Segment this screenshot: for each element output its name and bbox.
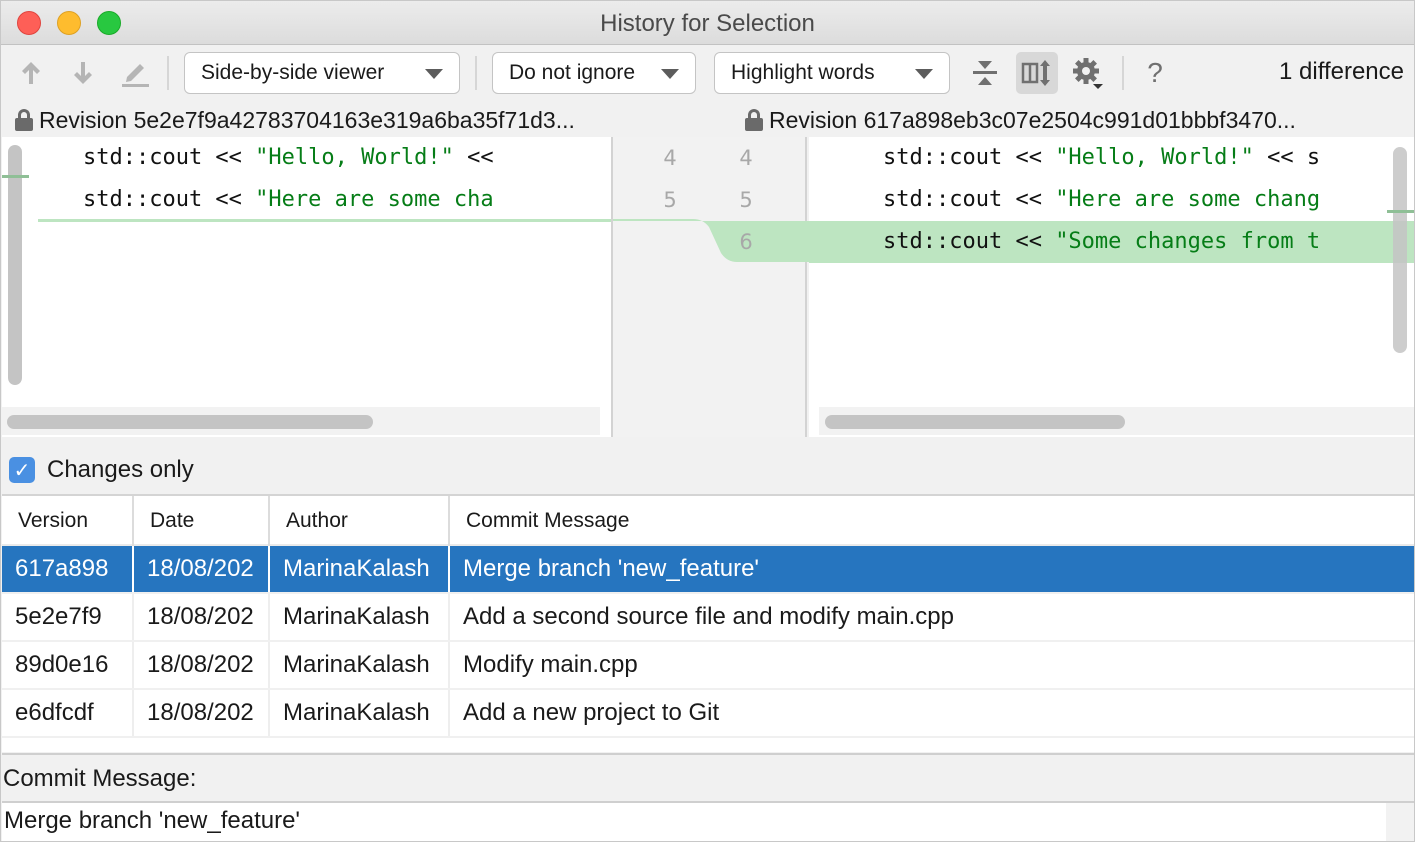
cell-version: 5e2e7f9 — [2, 594, 134, 640]
diff-toolbar: Side-by-side viewer Do not ignore Highli… — [1, 46, 1414, 102]
left-line-number: 5 — [663, 188, 677, 212]
settings-button[interactable] — [1071, 56, 1105, 90]
commit-message-label: Commit Message: — [3, 765, 197, 792]
commit-message-scrollbar[interactable] — [1386, 803, 1414, 841]
cell-version: 89d0e16 — [2, 642, 134, 688]
highlight-mode-label: Highlight words — [731, 61, 875, 84]
table-header: Version Date Author Commit Message — [2, 496, 1414, 546]
right-editor[interactable]: std::cout << "Hello, World!" << s std::c… — [809, 137, 1414, 437]
arrow-down-icon — [74, 62, 92, 84]
collapse-unchanged-button[interactable] — [968, 56, 1002, 90]
cell-date: 18/08/202 — [134, 690, 270, 736]
toolbar-separator — [475, 56, 477, 90]
gear-icon — [1073, 58, 1103, 89]
column-header-author[interactable]: Author — [270, 496, 450, 546]
diff-gutter: 4 5 4 5 6 — [611, 137, 809, 437]
arrow-up-icon — [22, 62, 40, 84]
right-line-number: 5 — [739, 188, 753, 212]
cell-message: Add a second source file and modify main… — [463, 603, 954, 630]
change-marker — [1387, 210, 1414, 213]
table-row[interactable]: 617a898 18/08/202 MarinaKalash Merge bra… — [2, 546, 1414, 594]
cell-author: MarinaKalash — [270, 642, 450, 688]
right-horizontal-scrollbar[interactable] — [825, 415, 1125, 429]
chevron-down-icon — [661, 69, 679, 79]
changes-only-label: Changes only — [47, 456, 194, 483]
cell-version: 617a898 — [2, 546, 134, 592]
cell-date: 18/08/202 — [134, 642, 270, 688]
viewer-mode-label: Side-by-side viewer — [201, 61, 385, 84]
highlight-mode-dropdown[interactable]: Highlight words — [714, 52, 950, 94]
column-header-version[interactable]: Version — [2, 496, 134, 546]
left-horizontal-scrollbar[interactable] — [7, 415, 373, 429]
synchronize-scrolling-toggle[interactable] — [1016, 52, 1058, 94]
commit-message-label-bar: Commit Message: — [2, 753, 1414, 803]
right-line-number: 6 — [739, 230, 753, 254]
ignore-whitespace-label: Do not ignore — [509, 61, 636, 84]
left-editor[interactable]: std::cout << "Hello, World!" << std::cou… — [2, 137, 611, 437]
left-line-number: 4 — [663, 146, 677, 170]
left-revision-header: Revision 5e2e7f9a42783704163e319a6ba35f7… — [15, 103, 605, 137]
close-window-button[interactable] — [17, 11, 41, 35]
lock-icon — [15, 109, 33, 131]
collapse-unchanged-icon — [973, 61, 997, 85]
chevron-down-icon — [915, 69, 933, 79]
edit-source-button[interactable] — [118, 56, 152, 90]
cell-date: 18/08/202 — [134, 546, 270, 592]
changes-only-checkbox[interactable]: ✓ Changes only — [9, 456, 194, 484]
right-revision-header: Revision 617a898eb3c07e2504c991d01bbbf34… — [745, 103, 1410, 137]
next-difference-button[interactable] — [66, 56, 100, 90]
inserted-line-highlight — [809, 221, 1414, 263]
previous-difference-button[interactable] — [14, 56, 48, 90]
right-code-line: std::cout << "Here are some chang — [883, 187, 1321, 212]
difference-count: 1 difference — [1279, 58, 1404, 85]
title-bar: History for Selection — [1, 1, 1414, 45]
left-vertical-scrollbar[interactable] — [8, 145, 22, 385]
cell-author: MarinaKalash — [270, 594, 450, 640]
left-horizontal-scroll-track — [2, 407, 600, 435]
synchronize-scrolling-icon — [1021, 60, 1050, 86]
left-code-line: std::cout << "Here are some cha — [30, 187, 494, 212]
column-header-date[interactable]: Date — [134, 496, 270, 546]
revisions-table: Version Date Author Commit Message 617a8… — [2, 494, 1414, 752]
cell-date: 18/08/202 — [134, 594, 270, 640]
change-marker — [2, 175, 29, 178]
table-row[interactable]: 5e2e7f9 18/08/202 MarinaKalash Add a sec… — [2, 594, 1414, 642]
table-row[interactable]: e6dfcdf 18/08/202 MarinaKalash Add a new… — [2, 690, 1414, 738]
chevron-down-icon — [425, 69, 443, 79]
pencil-icon — [122, 64, 149, 87]
help-button[interactable]: ? — [1138, 56, 1172, 90]
right-revision-label: Revision 617a898eb3c07e2504c991d01bbbf34… — [769, 106, 1296, 133]
checkmark-icon[interactable]: ✓ — [9, 457, 35, 483]
table-row[interactable]: 89d0e16 18/08/202 MarinaKalash Modify ma… — [2, 642, 1414, 690]
cell-author: MarinaKalash — [270, 690, 450, 736]
insertion-divider — [38, 219, 611, 222]
cell-message: Modify main.cpp — [463, 651, 638, 678]
left-revision-label: Revision 5e2e7f9a42783704163e319a6ba35f7… — [39, 106, 575, 133]
minimize-window-button[interactable] — [57, 11, 81, 35]
right-horizontal-scroll-track — [819, 407, 1414, 435]
column-header-commit-message[interactable]: Commit Message — [466, 509, 630, 532]
commit-message-text: Merge branch 'new_feature' — [4, 807, 301, 834]
cell-message: Add a new project to Git — [463, 699, 720, 726]
insertion-connector — [613, 219, 809, 262]
viewer-mode-dropdown[interactable]: Side-by-side viewer — [184, 52, 460, 94]
commit-message-field[interactable]: Merge branch 'new_feature' — [2, 803, 1386, 841]
right-code-line: std::cout << "Some changes from t — [883, 229, 1321, 254]
lock-icon — [745, 109, 763, 131]
window-title: History for Selection — [600, 10, 815, 37]
zoom-window-button[interactable] — [97, 11, 121, 35]
help-icon: ? — [1147, 57, 1163, 88]
left-code-line: std::cout << "Hello, World!" << — [30, 145, 494, 170]
toolbar-separator — [167, 56, 169, 90]
ignore-whitespace-dropdown[interactable]: Do not ignore — [492, 52, 696, 94]
cell-author: MarinaKalash — [270, 546, 450, 592]
right-code-line: std::cout << "Hello, World!" << s — [883, 145, 1321, 170]
right-vertical-scrollbar[interactable] — [1393, 147, 1407, 353]
toolbar-separator — [1122, 56, 1124, 90]
cell-version: e6dfcdf — [2, 690, 134, 736]
right-line-number: 4 — [739, 146, 753, 170]
cell-message: Merge branch 'new_feature' — [463, 555, 760, 582]
